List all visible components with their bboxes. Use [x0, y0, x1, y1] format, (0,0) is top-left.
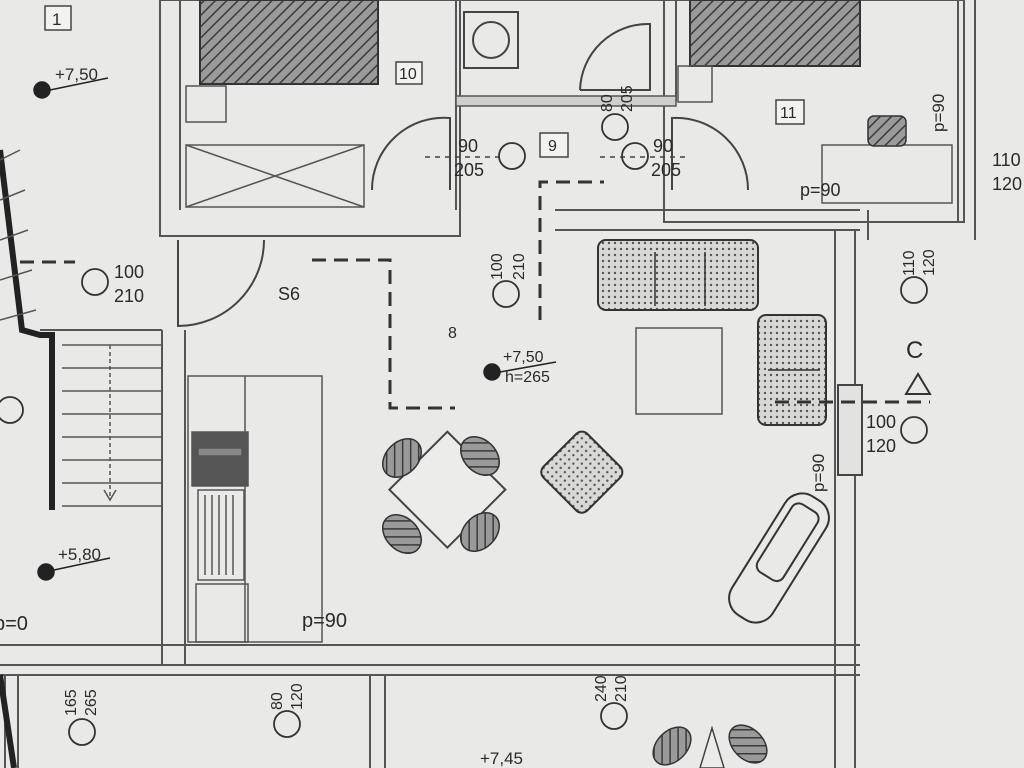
sill-bottom: p=90	[302, 610, 347, 632]
door-corr-bottom: 210	[511, 253, 528, 280]
door-right3-top: 100	[866, 412, 896, 432]
chaise-lounge	[728, 492, 830, 624]
room-label-s6: S6	[278, 284, 300, 304]
outer-wall-left	[0, 149, 55, 510]
door-bottom-right-bottom: 210	[613, 675, 630, 702]
door-upper-mid2-top: 80	[599, 94, 616, 112]
room-label-10: 10	[399, 66, 417, 83]
bottom-table	[699, 725, 725, 768]
door-upper-mid2-bottom: 205	[619, 85, 636, 112]
room-label-11: 11	[780, 105, 797, 122]
wall-room-11	[663, 0, 965, 223]
door-upper-right-top: 90	[653, 136, 673, 156]
door-left-top: 100	[114, 262, 144, 282]
door-bottom-mid-top: 80	[269, 692, 286, 710]
door-left-bottom: 210	[114, 286, 144, 306]
bottom-chairs	[652, 724, 768, 766]
sill-top-right-vertical: p=90	[929, 94, 948, 132]
door-swings	[177, 22, 750, 328]
nightstand-11	[677, 65, 713, 103]
bath-bottom	[455, 95, 677, 107]
level-left-edge: p=0	[0, 613, 28, 635]
door-right2-bottom: 120	[921, 249, 938, 276]
door-bottom-mid-bottom: 120	[289, 683, 306, 710]
dining-chairs	[382, 436, 500, 554]
outer-wall-left-low	[0, 674, 17, 768]
sill-top-right: p=90	[800, 180, 841, 200]
chair-desk	[867, 115, 907, 147]
level-center-height: h=265	[505, 369, 550, 386]
desk	[821, 144, 953, 204]
level-top-left: +7,50	[55, 65, 98, 84]
door-corr-top: 100	[489, 253, 506, 280]
room-label-9: 9	[548, 138, 557, 155]
dashed-lines	[20, 180, 930, 410]
level-bottom: +7,45	[480, 749, 523, 768]
bed-room-11	[689, 0, 861, 67]
walls	[0, 0, 976, 768]
door-bottom-right-top: 240	[593, 675, 610, 702]
door-right-top: 110	[992, 150, 1021, 170]
level-center: +7,50	[503, 349, 544, 366]
door-bottom-left-top: 165	[63, 689, 80, 716]
wall-bath	[455, 0, 677, 101]
sofa-top	[597, 239, 759, 311]
door-right2-top: 110	[901, 250, 918, 276]
door-markers	[0, 113, 928, 746]
door-right-bottom: 120	[992, 174, 1022, 194]
room-boxes	[44, 5, 805, 158]
wardrobe	[185, 144, 365, 208]
washing-machine	[463, 11, 519, 69]
labels: 1 10 9 11 8 S6 +7,50 +7,50 h=265 +5,80 +…	[0, 10, 1022, 768]
bed-room-10	[199, 0, 379, 85]
door-upper-mid-bottom: 205	[454, 160, 484, 180]
stairs	[0, 149, 162, 507]
section-triangle	[904, 372, 932, 395]
door-upper-mid-top: 90	[458, 136, 478, 156]
level-lower-left: +5,80	[58, 545, 101, 564]
door-upper-right-bottom: 205	[651, 160, 681, 180]
armchair	[540, 430, 624, 514]
room-label-1: 1	[52, 10, 61, 29]
door-right3-bottom: 120	[866, 436, 896, 456]
coffee-table	[635, 327, 723, 415]
room-label-8: 8	[448, 325, 457, 342]
nightstand-10	[185, 85, 227, 123]
column	[837, 384, 863, 476]
door-bottom-left-bottom: 265	[83, 689, 100, 716]
kitchen-counter	[187, 375, 323, 643]
level-markers	[33, 77, 557, 581]
sill-right-vertical: p=90	[809, 454, 828, 492]
section-mark-label: C	[906, 337, 923, 364]
